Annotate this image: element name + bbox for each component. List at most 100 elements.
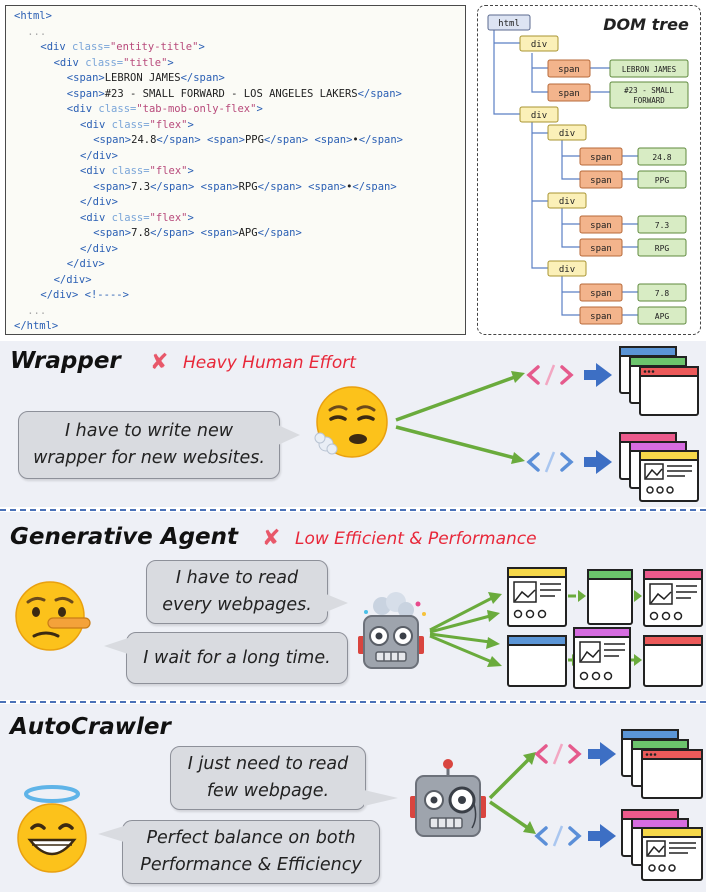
- code-line: ...: [27, 25, 46, 39]
- webpage-icon: [587, 569, 633, 625]
- agent-webpages-diagram: [429, 567, 703, 689]
- wrapper-warning: Heavy Human Effort: [183, 353, 356, 373]
- tree-leaf-label: APG: [655, 312, 670, 321]
- code-token: </div>: [80, 242, 118, 255]
- code-token: >: [187, 211, 194, 224]
- code-line: <span>24.8</span> <span>PPG</span> <span…: [93, 133, 403, 147]
- code-line: <div class="flex">: [80, 118, 194, 132]
- unamused-sighing-face-icon: [314, 386, 388, 458]
- code-token: >: [187, 118, 194, 131]
- webpage-icon: [643, 569, 703, 627]
- code-token: <span>: [93, 180, 132, 193]
- green-arrow: [429, 634, 502, 667]
- tree-node-span: [579, 238, 623, 257]
- tree-leaf: [637, 283, 687, 302]
- tree-node-span-label: span: [590, 221, 612, 231]
- code-token: #23 - SMALL FORWARD - LOS ANGELES LAKERS: [104, 87, 358, 100]
- code-line: </div> <!---->: [40, 288, 129, 302]
- code-line: </div>: [80, 242, 118, 256]
- code-token: <span>: [93, 134, 132, 146]
- webpage-stack-icon: [621, 809, 703, 881]
- webpage-icon: [573, 627, 631, 689]
- code-line: <html>: [14, 9, 52, 23]
- code-line: </html>: [14, 319, 58, 333]
- cross-mark-icon: ✘: [262, 526, 281, 551]
- code-token: </div>: [80, 149, 118, 162]
- halo-smiling-face-icon: [17, 785, 87, 873]
- code-token: RPG: [238, 180, 258, 193]
- green-arrow: [568, 590, 642, 666]
- code-tag-icon-pink: [526, 364, 574, 386]
- webpage-icon: [643, 635, 703, 687]
- tree-node-span: [579, 283, 623, 302]
- tree-edge: [532, 132, 550, 202]
- tree-node-span: [547, 59, 591, 78]
- green-arrow: [429, 592, 502, 632]
- code-token: <!---->: [84, 289, 129, 301]
- bubble-line: I just need to read: [187, 754, 349, 774]
- tree-node-html-label: html: [498, 19, 520, 29]
- tree-node-span-label: span: [590, 312, 612, 322]
- tree-edge: [561, 276, 582, 316]
- webpage-stack-icon: [619, 346, 699, 416]
- code-token: ...: [27, 25, 47, 38]
- webpage-icon: [507, 635, 567, 687]
- lying-face-icon: [15, 581, 91, 651]
- code-line: </div>: [67, 257, 105, 271]
- code-token: <html>: [14, 10, 52, 22]
- bubble-tail: [104, 638, 128, 654]
- code-line: <div class="flex">: [80, 164, 194, 178]
- code-token: PPG: [244, 134, 264, 146]
- green-arrow: [429, 610, 500, 634]
- code-token: </span> <span>: [156, 134, 245, 146]
- wrapper-speech-bubble: I have to write new wrapper for new webs…: [18, 411, 280, 479]
- code-token: LEBRON JAMES: [104, 72, 181, 84]
- section-divider-1: [0, 509, 706, 511]
- blue-arrow-right: [588, 742, 616, 766]
- code-token: >: [167, 56, 174, 69]
- html-code-panel: <html>...<div class="entity-title"><div …: [5, 5, 466, 335]
- green-arrow: [429, 632, 500, 649]
- agent-speech-bubble-2: I wait for a long time.: [126, 632, 348, 684]
- tree-node-div-label: div: [559, 197, 575, 207]
- webpage-icon: [507, 567, 567, 627]
- code-token: </span> <span>: [150, 180, 239, 193]
- code-token: </span> <span>: [257, 180, 347, 193]
- tree-node-span-label: span: [558, 65, 580, 75]
- code-line: <span>#23 - SMALL FORWARD - LOS ANGELES …: [67, 87, 402, 101]
- code-tag-icon-blue: [526, 451, 574, 473]
- code-line: <span>7.3</span> <span>RPG</span> <span>…: [93, 180, 397, 194]
- tree-node-span: [579, 215, 623, 234]
- code-token: <div: [66, 103, 99, 115]
- bubble-line: I have to read: [175, 568, 299, 588]
- code-token: <div: [80, 165, 112, 177]
- code-token: </span>: [257, 227, 302, 239]
- tree-leaf: [637, 215, 687, 234]
- tree-edge: [622, 291, 638, 316]
- blue-arrow-right: [584, 363, 612, 387]
- code-token: "entity-title": [109, 41, 199, 53]
- bubble-line: I wait for a long time.: [143, 647, 331, 668]
- tree-node-span-label: span: [590, 244, 612, 254]
- code-token: </div>: [66, 258, 105, 270]
- code-line: </div>: [80, 149, 118, 163]
- code-line: <div class="flex">: [80, 211, 194, 225]
- code-token: <span>: [66, 87, 105, 100]
- code-token: </span>: [180, 72, 225, 84]
- tree-leaf-label: #23 - SMALL: [624, 86, 674, 95]
- tree-node-div: [547, 260, 587, 277]
- code-token: <div: [53, 56, 86, 69]
- tree-node-span: [547, 83, 591, 102]
- code-token: </span>: [352, 180, 397, 193]
- tree-edge: [561, 140, 582, 180]
- code-token: 7.3: [131, 180, 151, 193]
- tree-edge: [622, 155, 638, 180]
- code-token: •: [352, 134, 359, 146]
- tree-node-span: [579, 170, 623, 189]
- code-token: </div>: [40, 289, 85, 301]
- code-tag-icon-blue: [534, 825, 582, 847]
- autocrawler-speech-bubble-2: Perfect balance on both Performance & Ef…: [122, 820, 380, 884]
- robot-monocle-icon: [410, 759, 486, 837]
